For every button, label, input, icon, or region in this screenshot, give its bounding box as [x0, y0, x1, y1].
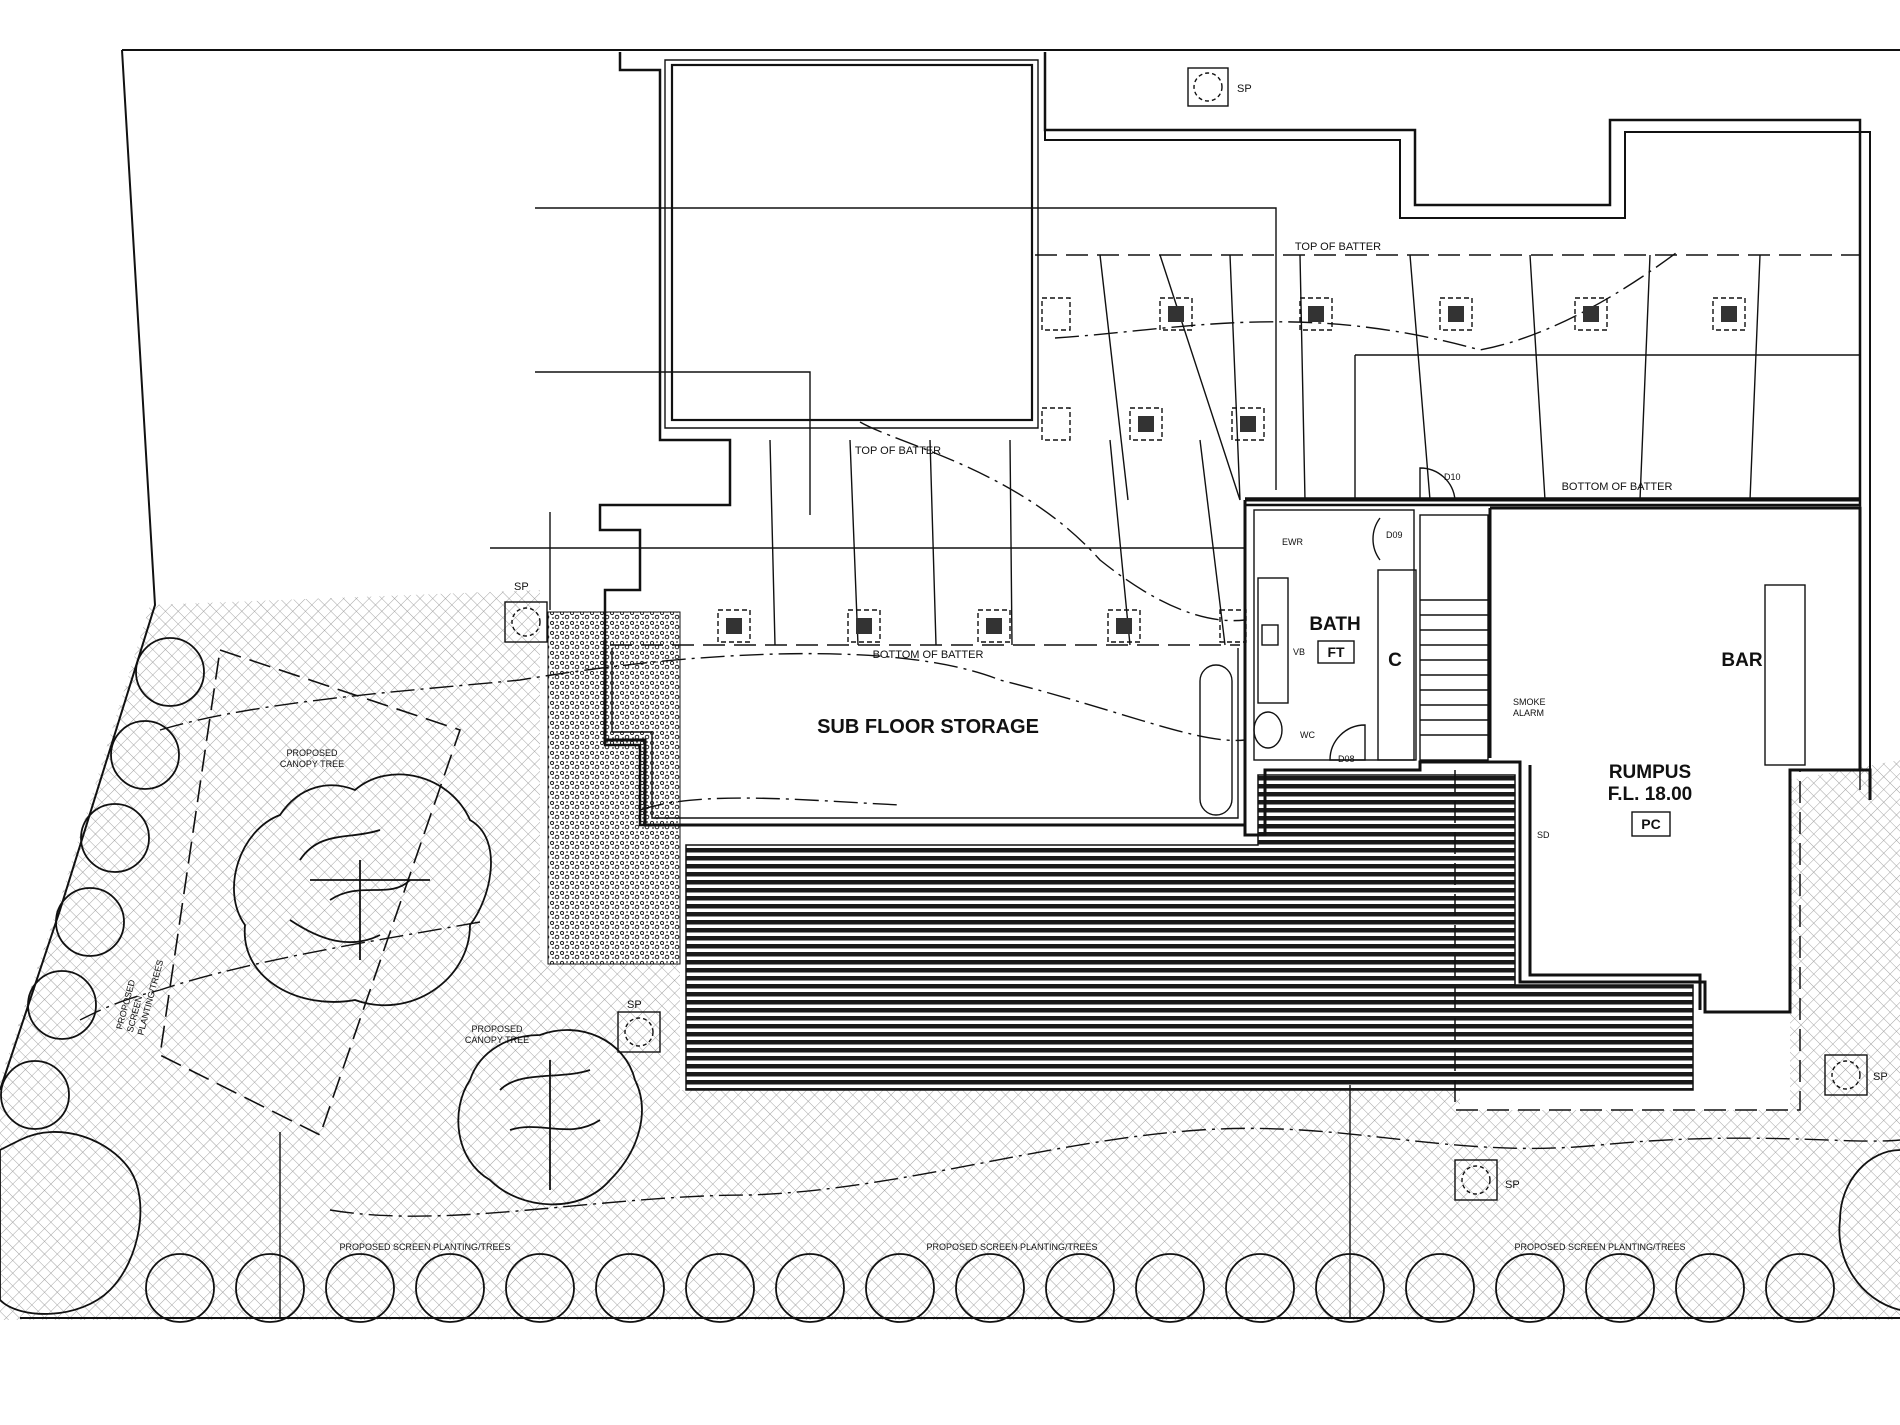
bar-counter [1764, 584, 1806, 766]
label-d10: D10 [1444, 472, 1461, 482]
bath-fixtures [1199, 467, 1456, 816]
label-smoke-alarm-line-1: SMOKE [1513, 697, 1546, 707]
label-smoke-alarm-line-2: ALARM [1513, 708, 1544, 718]
canopy-trees [0, 773, 1900, 1315]
cupboard [1377, 569, 1417, 761]
pier-footings [717, 297, 1746, 643]
label-sub-floor-storage: SUB FLOOR STORAGE [817, 716, 1039, 738]
storm-pits [504, 67, 1868, 1201]
upper-wing-outline [1044, 120, 1871, 800]
upper-room-block [670, 63, 1034, 422]
label-proposed-canopy-tree-2-line-2: CANOPY TREE [465, 1035, 529, 1045]
upper-building-outline [598, 52, 1862, 827]
landscape-hatch-area [0, 590, 1900, 1320]
label-sp-4: SP [1505, 1179, 1520, 1191]
timber-decking [685, 774, 1694, 1091]
label-proposed-canopy-tree-2-line-1: PROPOSED [471, 1024, 523, 1034]
screen-planting-trees [0, 637, 1835, 1323]
label-vb: VB [1293, 647, 1305, 657]
label-bath: BATH [1309, 614, 1360, 635]
label-proposed-canopy-tree-1-line-2: CANOPY TREE [280, 759, 344, 769]
label-d08: D08 [1338, 754, 1355, 764]
site-boundary [0, 49, 1900, 1319]
gravel-retaining-area [547, 611, 681, 965]
dashed-pergola-outline [1454, 770, 1801, 1111]
label-top-of-batter-upper: TOP OF BATTER [1295, 241, 1381, 253]
label-wc: WC [1300, 730, 1315, 740]
label-proposed-canopy-tree-1-line-1: PROPOSED [286, 748, 338, 758]
vanity-unit [1257, 577, 1289, 704]
label-cupboard: C [1388, 650, 1402, 671]
label-sp-5: SP [1873, 1071, 1888, 1083]
rumpus-wall [1488, 506, 1862, 1010]
label-sd: SD [1537, 830, 1550, 840]
ft-box [1317, 640, 1355, 664]
label-rumpus: RUMPUS [1609, 762, 1691, 783]
label-bottom-of-batter-lower: BOTTOM OF BATTER [873, 649, 984, 661]
canopy-tree-dashed-zone [159, 648, 462, 1137]
label-sp-3: SP [627, 999, 642, 1011]
contour-lines [79, 249, 1900, 1217]
label-sp-1: SP [1237, 83, 1252, 95]
bathroom-block-wall [1243, 498, 1872, 1014]
label-ewr: EWR [1282, 537, 1303, 547]
label-screen-planting-2: PROPOSED SCREEN PLANTING/TREES [926, 1242, 1097, 1252]
label-sp-2: SP [514, 581, 529, 593]
label-pc: PC [1641, 816, 1660, 832]
upper-room-inner [664, 59, 1039, 429]
label-screen-planting-3: PROPOSED SCREEN PLANTING/TREES [1514, 1242, 1685, 1252]
label-bottom-of-batter-upper: BOTTOM OF BATTER [1562, 481, 1673, 493]
label-top-of-batter-lower: TOP OF BATTER [855, 445, 941, 457]
stair-treads [1420, 599, 1488, 736]
label-d09: D09 [1386, 530, 1403, 540]
label-bar: BAR [1721, 650, 1762, 671]
label-screen-planting-1: PROPOSED SCREEN PLANTING/TREES [339, 1242, 510, 1252]
label-rumpus-fl: F.L. 18.00 [1608, 784, 1693, 805]
batter-arrows [769, 254, 1761, 646]
stair [1419, 514, 1489, 761]
pc-box [1631, 811, 1671, 837]
sub-floor-storage-inner [611, 648, 1239, 819]
label-ft: FT [1327, 644, 1345, 660]
